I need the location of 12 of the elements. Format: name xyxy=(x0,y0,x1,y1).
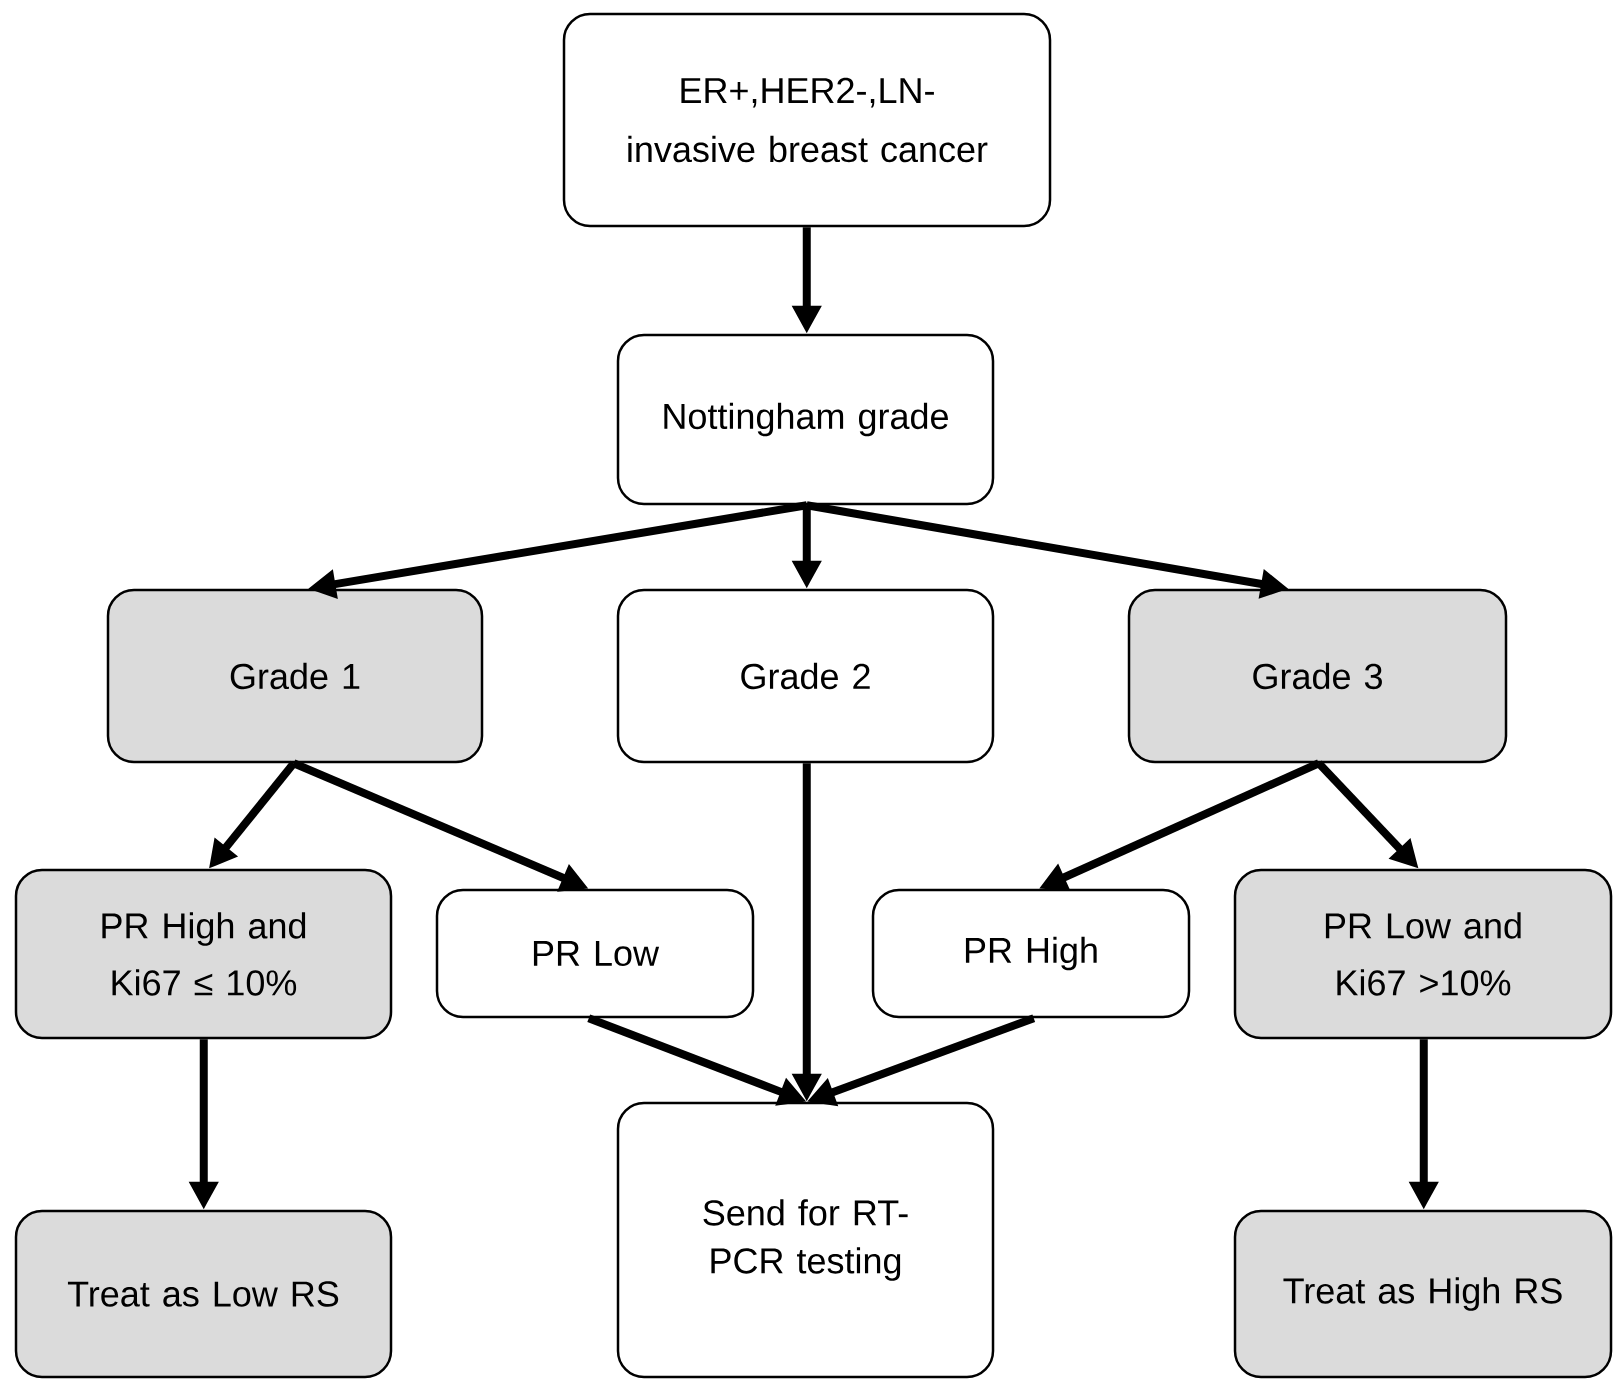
process-box: Treat as High RS xyxy=(1233,1209,1613,1379)
process-box: ER+,HER2-,LN- invasive breast cancer xyxy=(562,12,1052,228)
process-box: PR Low xyxy=(435,888,755,1019)
process-box: Grade 1 xyxy=(106,588,484,764)
process-box: Grade 3 xyxy=(1127,588,1508,764)
process-box: PR High xyxy=(871,888,1191,1019)
process-box: Nottingham grade xyxy=(616,333,995,506)
process-box: Send for RT-PCR testing xyxy=(616,1101,995,1379)
process-box: PR Low and Ki67 >10% xyxy=(1233,868,1613,1040)
process-box: Treat as Low RS xyxy=(14,1209,393,1379)
process-box: PR High and Ki67 ≤ 10% xyxy=(14,868,393,1040)
process-box: Grade 2 xyxy=(616,588,995,764)
